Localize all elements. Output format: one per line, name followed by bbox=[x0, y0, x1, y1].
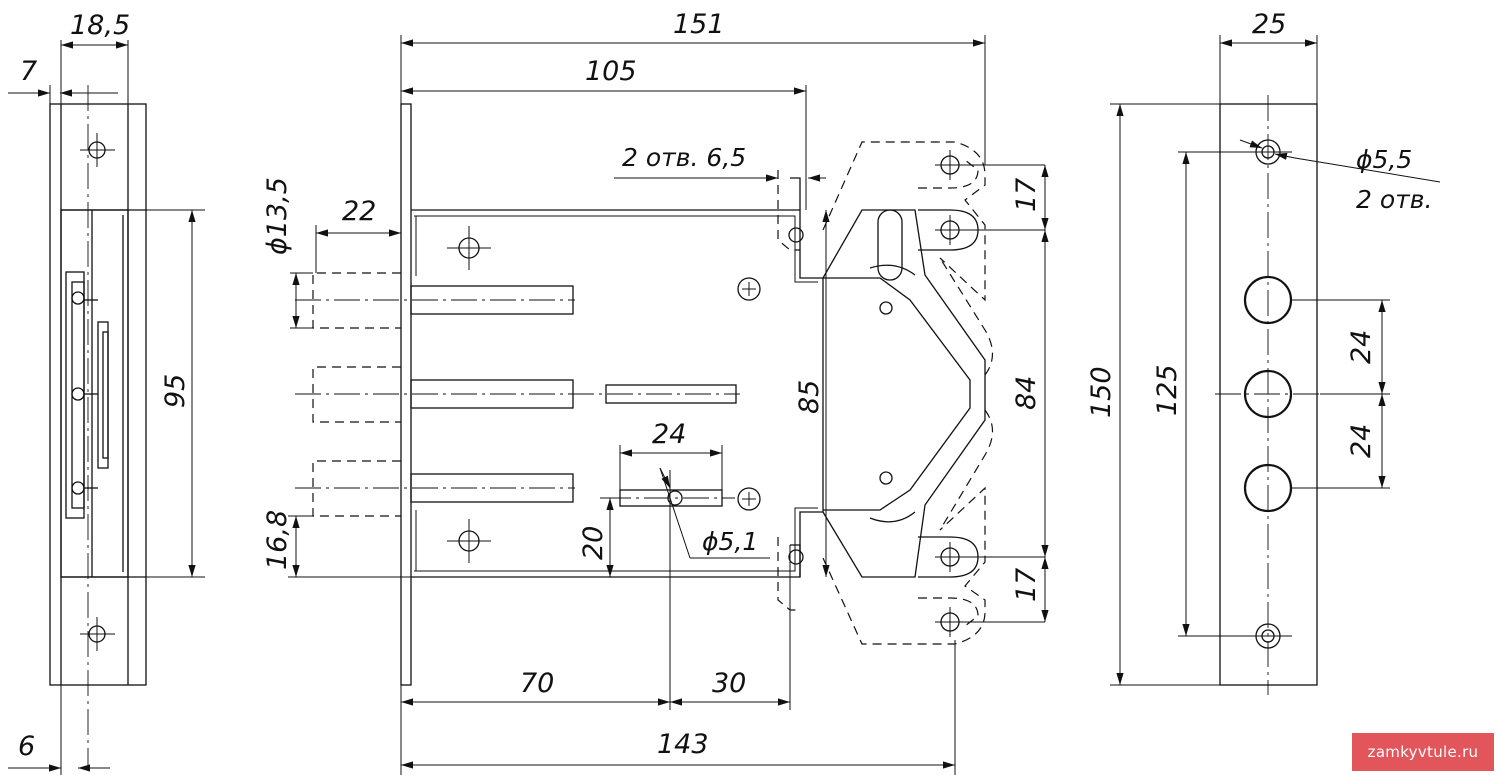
dim-faceplate-width: 25 bbox=[1252, 9, 1286, 40]
note-holes: 2 отв. 6,5 bbox=[622, 143, 746, 172]
dim-body-height: 85 bbox=[794, 380, 825, 414]
lock-body bbox=[411, 209, 824, 578]
dim-hole-distance: 125 bbox=[1152, 364, 1183, 416]
dim-faceplate-height: 150 bbox=[1086, 366, 1117, 418]
screw-icon bbox=[737, 487, 761, 511]
faceplate-outline bbox=[1219, 103, 1318, 686]
dim-to-key-axis: 70 bbox=[520, 668, 554, 699]
dim-side-height: 95 bbox=[160, 374, 191, 408]
dim-bolt-pitch-upper: 24 bbox=[1346, 330, 1377, 364]
dim-mount-hole-diameter: ϕ5,5 bbox=[1356, 145, 1412, 174]
watermark-link[interactable]: zamkyvtule.ru bbox=[1352, 733, 1494, 771]
latch-cam bbox=[822, 209, 986, 578]
faceplate-view: 25 ϕ5,5 2 отв. 150 125 24 24 bbox=[1086, 9, 1441, 695]
side-faceplate-outline bbox=[49, 103, 147, 686]
front-view: 151 105 2 отв. 6,5 ϕ13,5 22 16,8 24 20 bbox=[262, 9, 1049, 775]
dim-side-width: 18,5 bbox=[70, 10, 130, 41]
dim-key-spacing: 24 bbox=[652, 419, 686, 450]
front-faceplate bbox=[400, 103, 412, 686]
dim-bolt-projection: 22 bbox=[342, 196, 376, 227]
dim-key-diameter: ϕ5,1 bbox=[702, 527, 758, 556]
faceplate-bolt-hole bbox=[1243, 369, 1293, 419]
side-view: 18,5 7 95 6 bbox=[8, 10, 205, 775]
dim-overall-width: 151 bbox=[673, 9, 725, 40]
dim-bolt-pitch-lower: 24 bbox=[1346, 424, 1377, 458]
dim-side-offset-bottom: 6 bbox=[18, 731, 35, 762]
dim-strike-top: 17 bbox=[1011, 178, 1042, 212]
dim-key-height: 20 bbox=[578, 526, 609, 560]
dim-strike-height: 84 bbox=[1011, 376, 1042, 410]
dim-side-offset-top: 7 bbox=[20, 56, 37, 87]
mount-hole-count: 2 отв. bbox=[1356, 185, 1432, 214]
dim-backset-bottom: 16,8 bbox=[262, 510, 293, 570]
dim-to-holes: 105 bbox=[585, 56, 637, 87]
dim-bottom-width: 143 bbox=[657, 729, 709, 760]
dim-strike-bottom: 17 bbox=[1011, 568, 1042, 602]
screw-icon bbox=[737, 277, 761, 301]
dim-bolt-diameter: ϕ13,5 bbox=[262, 177, 293, 255]
dim-key-to-edge: 30 bbox=[712, 668, 746, 699]
